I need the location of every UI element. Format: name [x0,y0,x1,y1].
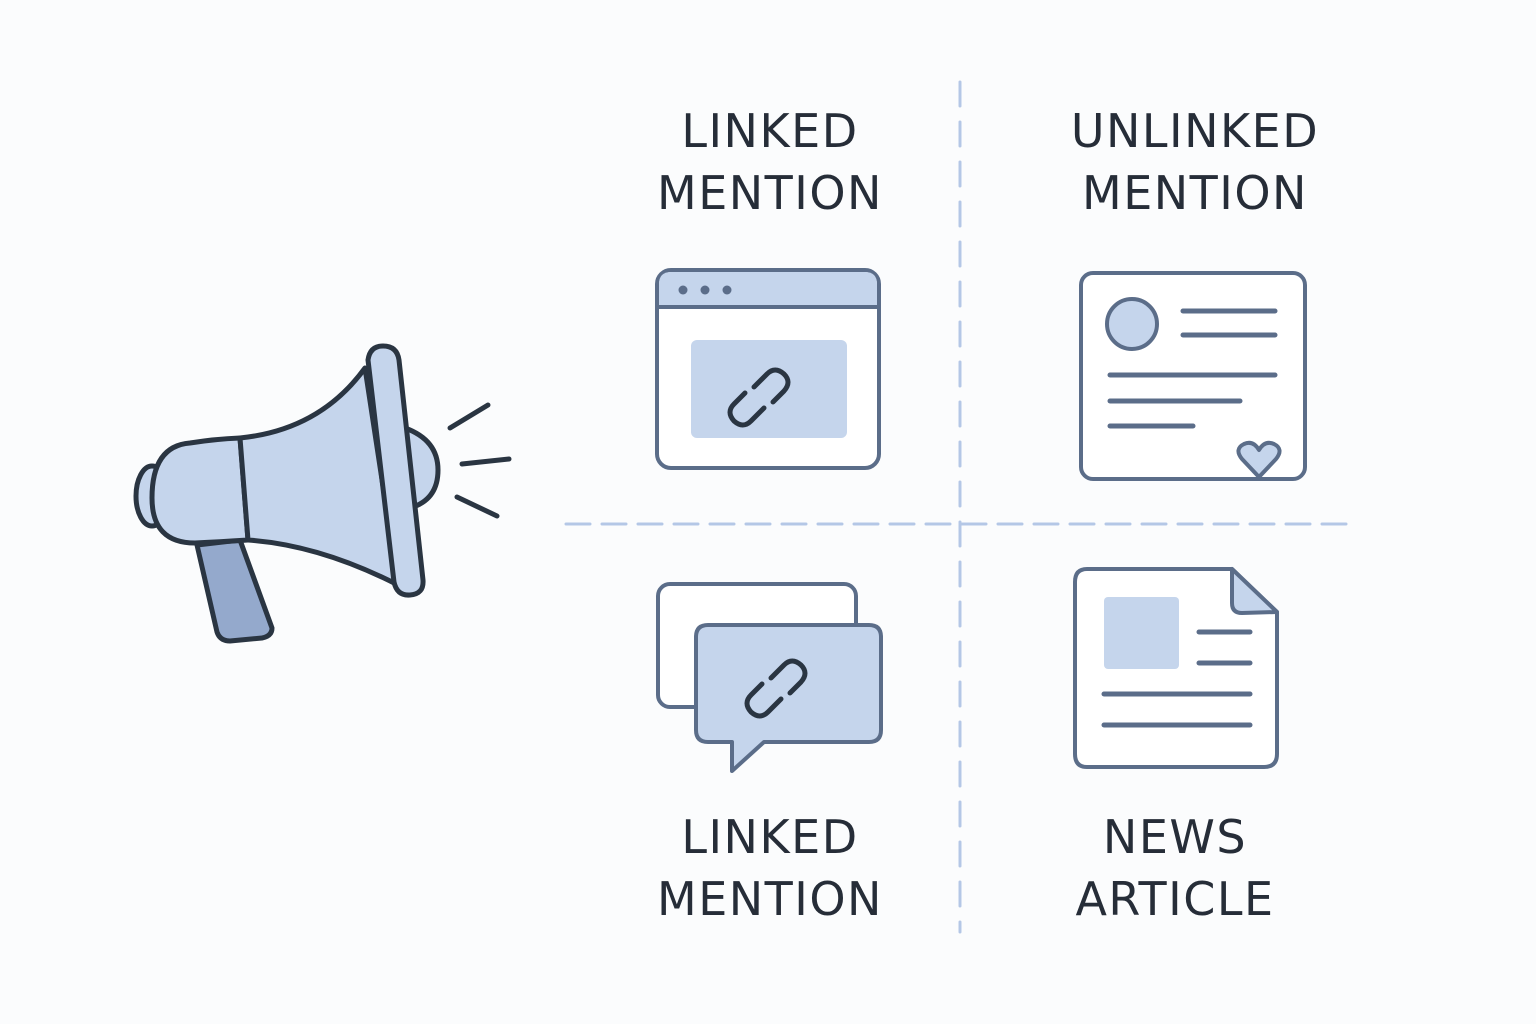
quadrant-title-news-article: NEWS ARTICLE [1025,806,1325,930]
title-line1: LINKED [681,810,859,864]
link-icon [744,658,808,719]
quadrant-title-unlinked-mention: UNLINKED MENTION [1035,100,1355,224]
title-line1: NEWS [1102,810,1248,864]
quadrant-title-linked-mention-top: LINKED MENTION [620,100,920,224]
title-line2: MENTION [657,166,883,220]
title-line2: MENTION [1082,166,1308,220]
title-line2: ARTICLE [1075,872,1275,926]
heart-icon [1236,440,1282,479]
title-line1: UNLINKED [1070,104,1320,158]
title-line2: MENTION [657,872,883,926]
title-line1: LINKED [681,104,859,158]
quadrant-title-linked-mention-bottom: LINKED MENTION [620,806,920,930]
link-icon [727,367,791,428]
